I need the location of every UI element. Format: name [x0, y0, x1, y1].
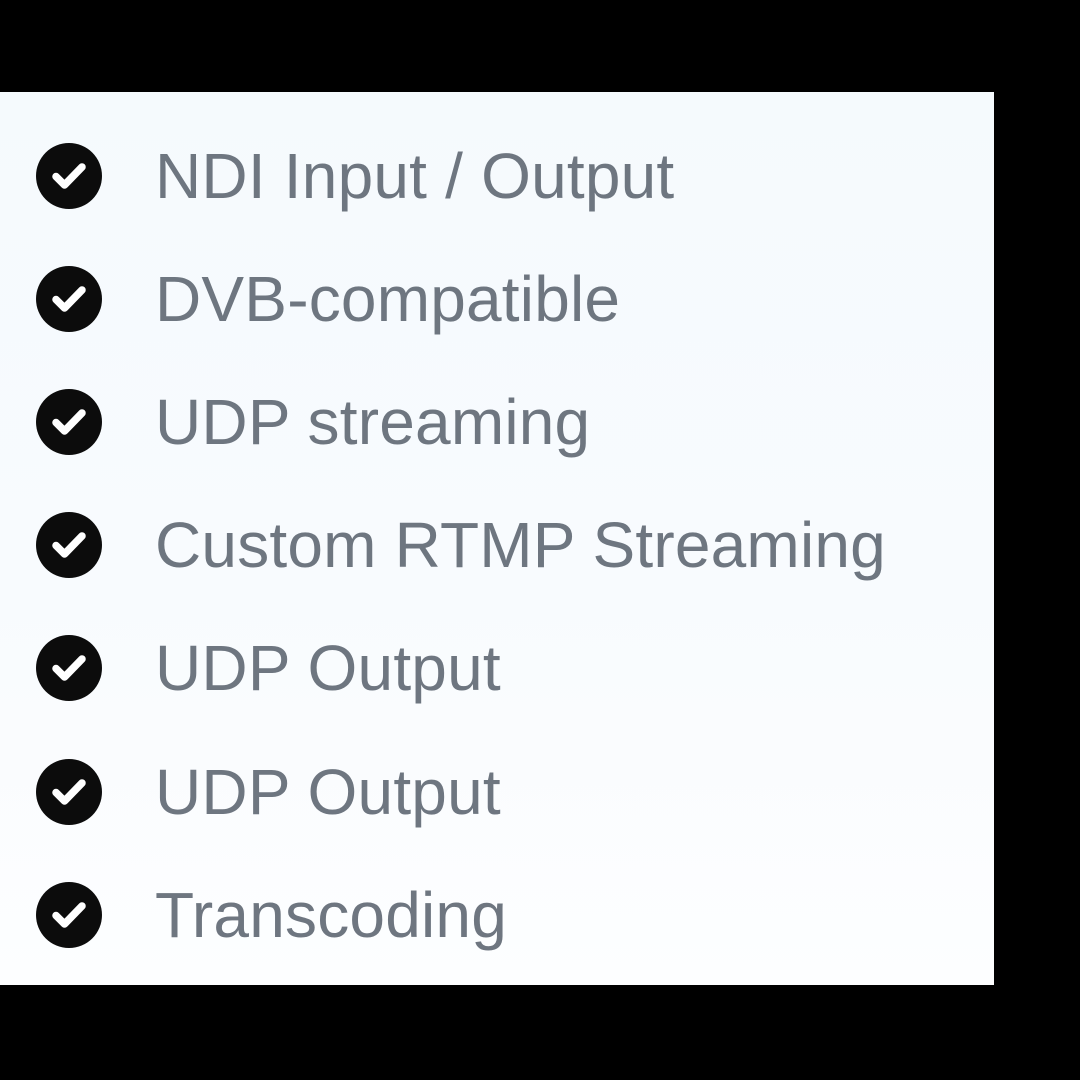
feature-label: UDP streaming — [155, 385, 591, 458]
feature-label: UDP Output — [155, 755, 501, 828]
feature-row: UDP Output — [0, 730, 994, 853]
check-circle-icon — [36, 265, 102, 332]
feature-list-panel: NDI Input / Output DVB-compatible UDP st… — [0, 92, 994, 985]
feature-label: Custom RTMP Streaming — [155, 509, 886, 582]
check-circle-icon — [36, 512, 102, 579]
feature-label: DVB-compatible — [155, 262, 621, 335]
feature-label: Transcoding — [155, 878, 508, 951]
feature-label: NDI Input / Output — [155, 139, 675, 212]
check-circle-icon — [36, 388, 102, 455]
feature-label: UDP Output — [155, 632, 501, 705]
feature-list: NDI Input / Output DVB-compatible UDP st… — [0, 92, 994, 976]
check-circle-icon — [36, 881, 102, 948]
feature-row: Custom RTMP Streaming — [0, 484, 994, 607]
feature-row: UDP streaming — [0, 360, 994, 483]
check-circle-icon — [36, 635, 102, 702]
feature-row: UDP Output — [0, 607, 994, 730]
feature-row: NDI Input / Output — [0, 114, 994, 237]
feature-row: Transcoding — [0, 853, 994, 976]
check-circle-icon — [36, 758, 102, 825]
check-circle-icon — [36, 142, 102, 209]
feature-row: DVB-compatible — [0, 237, 994, 360]
